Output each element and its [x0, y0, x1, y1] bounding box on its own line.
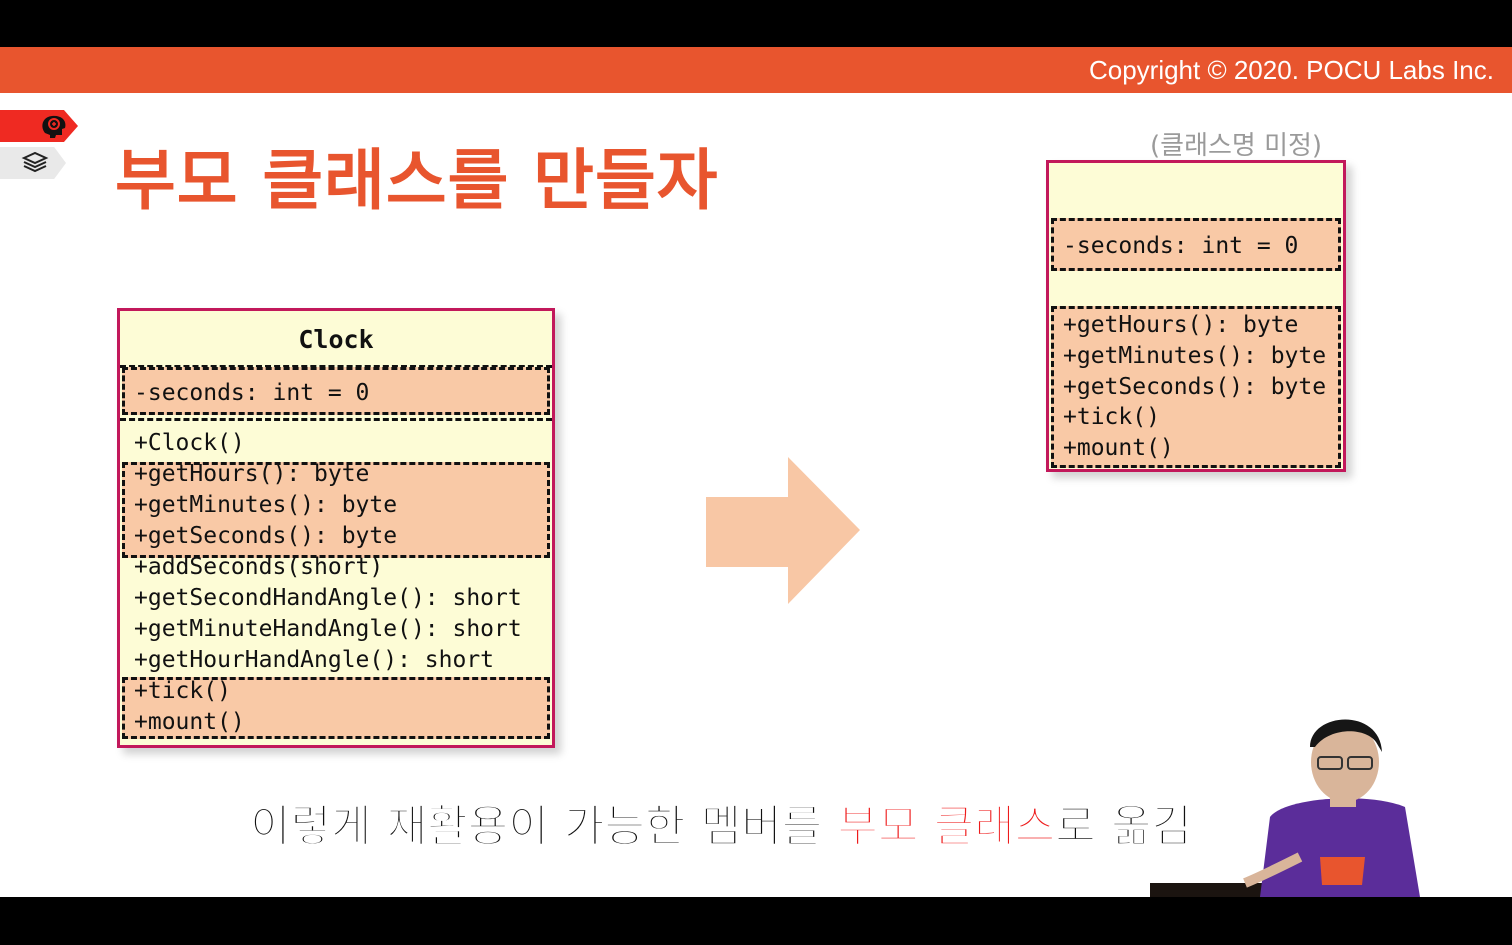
presenter-image: [1150, 719, 1420, 897]
parent-method: +getSeconds(): byte: [1063, 374, 1327, 400]
video-subtitle: 이렇게 재활용이 가능한 멤버를 부모 클래스로 옮김: [250, 790, 1193, 854]
clock-class-box: Clock -seconds: int = 0 +Clock() +getHou…: [117, 308, 555, 748]
subtitle-part2: 로 옮김: [1055, 801, 1193, 853]
clock-method: +getSeconds(): byte: [134, 523, 398, 549]
clock-method: +getSecondHandAngle(): short: [134, 585, 522, 611]
parent-class-box: -seconds: int = 0 +getHours(): byte +get…: [1046, 160, 1346, 472]
parent-method: +tick(): [1063, 404, 1160, 430]
subtitle-part1: 이렇게 재활용이 가능한 멤버를: [250, 801, 838, 853]
clock-method: +getMinutes(): byte: [134, 492, 398, 518]
brain-icon: [38, 111, 70, 141]
right-arrow-icon: [706, 457, 860, 604]
parent-method: +mount(): [1063, 435, 1174, 461]
parent-method: +getMinutes(): byte: [1063, 343, 1327, 369]
books-icon: [20, 148, 50, 178]
clock-getters-highlight: [122, 462, 550, 558]
clock-field: -seconds: int = 0: [134, 380, 370, 406]
parent-fields-highlight: [1051, 218, 1341, 271]
parent-class-name-area: [1049, 163, 1343, 218]
clock-method: +addSeconds(short): [134, 554, 384, 580]
clock-method: +mount(): [134, 709, 245, 735]
clock-method: +Clock(): [134, 430, 245, 456]
clock-fields-separator: [120, 418, 552, 421]
clock-method: +tick(): [134, 678, 231, 704]
class-name-undecided-note: (클래스명 미정): [1150, 131, 1323, 161]
subtitle-highlight: 부모 클래스: [837, 801, 1056, 853]
parent-method: +getHours(): byte: [1063, 312, 1299, 338]
slide-title: 부모 클래스를 만들자: [115, 142, 719, 219]
clock-method: +getHours(): byte: [134, 461, 370, 487]
clock-tick-mount-highlight: [122, 677, 550, 739]
copyright-text: Copyright © 2020. POCU Labs Inc.: [1088, 55, 1494, 85]
clock-method: +getHourHandAngle(): short: [134, 647, 495, 673]
clock-name-separator: [120, 365, 552, 368]
clock-method: +getMinuteHandAngle(): short: [134, 616, 522, 642]
slide: Copyright © 2020. POCU Labs Inc. 부모 클래스를…: [0, 47, 1512, 897]
parent-field: -seconds: int = 0: [1063, 233, 1299, 259]
clock-class-name: Clock: [298, 325, 374, 354]
parent-methods-highlight: [1051, 306, 1341, 468]
header-bar: Copyright © 2020. POCU Labs Inc.: [0, 47, 1512, 93]
clock-fields-highlight: [122, 367, 550, 415]
